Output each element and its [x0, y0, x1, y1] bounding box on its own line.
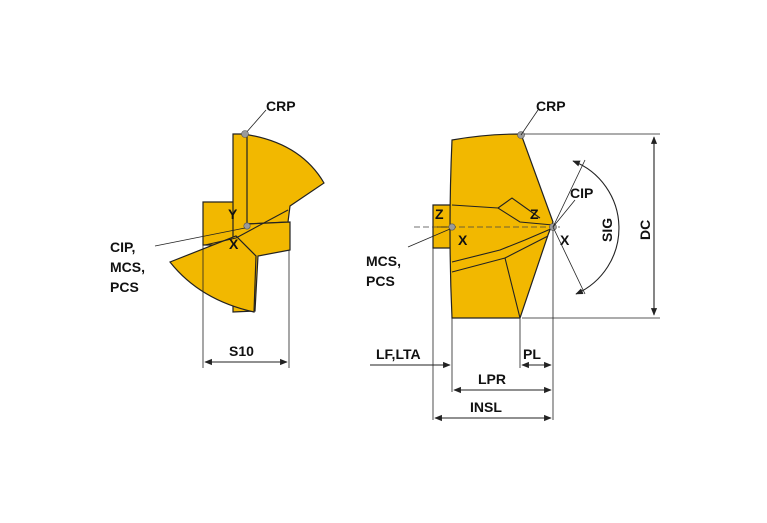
- left-origin-marker: [243, 222, 251, 230]
- left-view: CRP Y X CIP, MCS, PCS S10: [110, 98, 325, 368]
- right-axis-z-left-label: Z: [435, 206, 444, 222]
- right-main-body: [449, 133, 554, 319]
- right-facet-3: [451, 227, 554, 263]
- right-dim-sig-label: SIG: [599, 218, 615, 242]
- left-origin-label-cip: CIP,: [110, 239, 135, 255]
- right-axis-x-left-label: X: [458, 232, 468, 248]
- right-origin-marker: [448, 223, 456, 231]
- right-axis-z-right-label: Z: [530, 206, 539, 222]
- right-axis-x-right-label: X: [560, 232, 570, 248]
- right-facet-1: [451, 204, 554, 226]
- right-sig-arc: [572, 160, 620, 295]
- left-center-edge-2: [204, 237, 237, 246]
- left-origin-label-pcs: PCS: [110, 279, 139, 295]
- right-crp-leader: [520, 109, 539, 136]
- right-crp-label: CRP: [536, 98, 566, 114]
- left-crp-label: CRP: [266, 98, 296, 114]
- right-mcs-label: MCS,: [366, 253, 401, 269]
- left-top-blade: [242, 133, 325, 225]
- left-bottom-blade: [169, 235, 257, 313]
- left-dim-s10-label: S10: [229, 343, 254, 359]
- left-center-edge: [235, 209, 289, 239]
- right-view: CRP CIP Z X Z X MCS, PCS SIG DC LF,LTA P…: [366, 98, 660, 422]
- right-cip-leader: [552, 199, 576, 228]
- right-dim-dc-label: DC: [637, 220, 653, 240]
- left-axis-x-label: X: [229, 236, 239, 252]
- right-facet-5: [504, 235, 549, 259]
- left-crp-marker: [241, 130, 249, 138]
- right-mcs-leader: [407, 228, 451, 248]
- left-origin-leader: [154, 227, 246, 247]
- right-dim-insl-label: INSL: [470, 399, 502, 415]
- right-pcs-label: PCS: [366, 273, 395, 289]
- left-axis-y-label: Y: [228, 206, 238, 222]
- right-dim-lpr-label: LPR: [478, 371, 506, 387]
- right-cip-label: CIP: [570, 185, 593, 201]
- right-dim-pl-label: PL: [523, 346, 541, 362]
- left-crp-leader: [244, 109, 267, 135]
- right-dim-lf-label: LF,LTA: [376, 346, 421, 362]
- left-origin-label-mcs: MCS,: [110, 259, 145, 275]
- right-facet-2: [497, 197, 541, 219]
